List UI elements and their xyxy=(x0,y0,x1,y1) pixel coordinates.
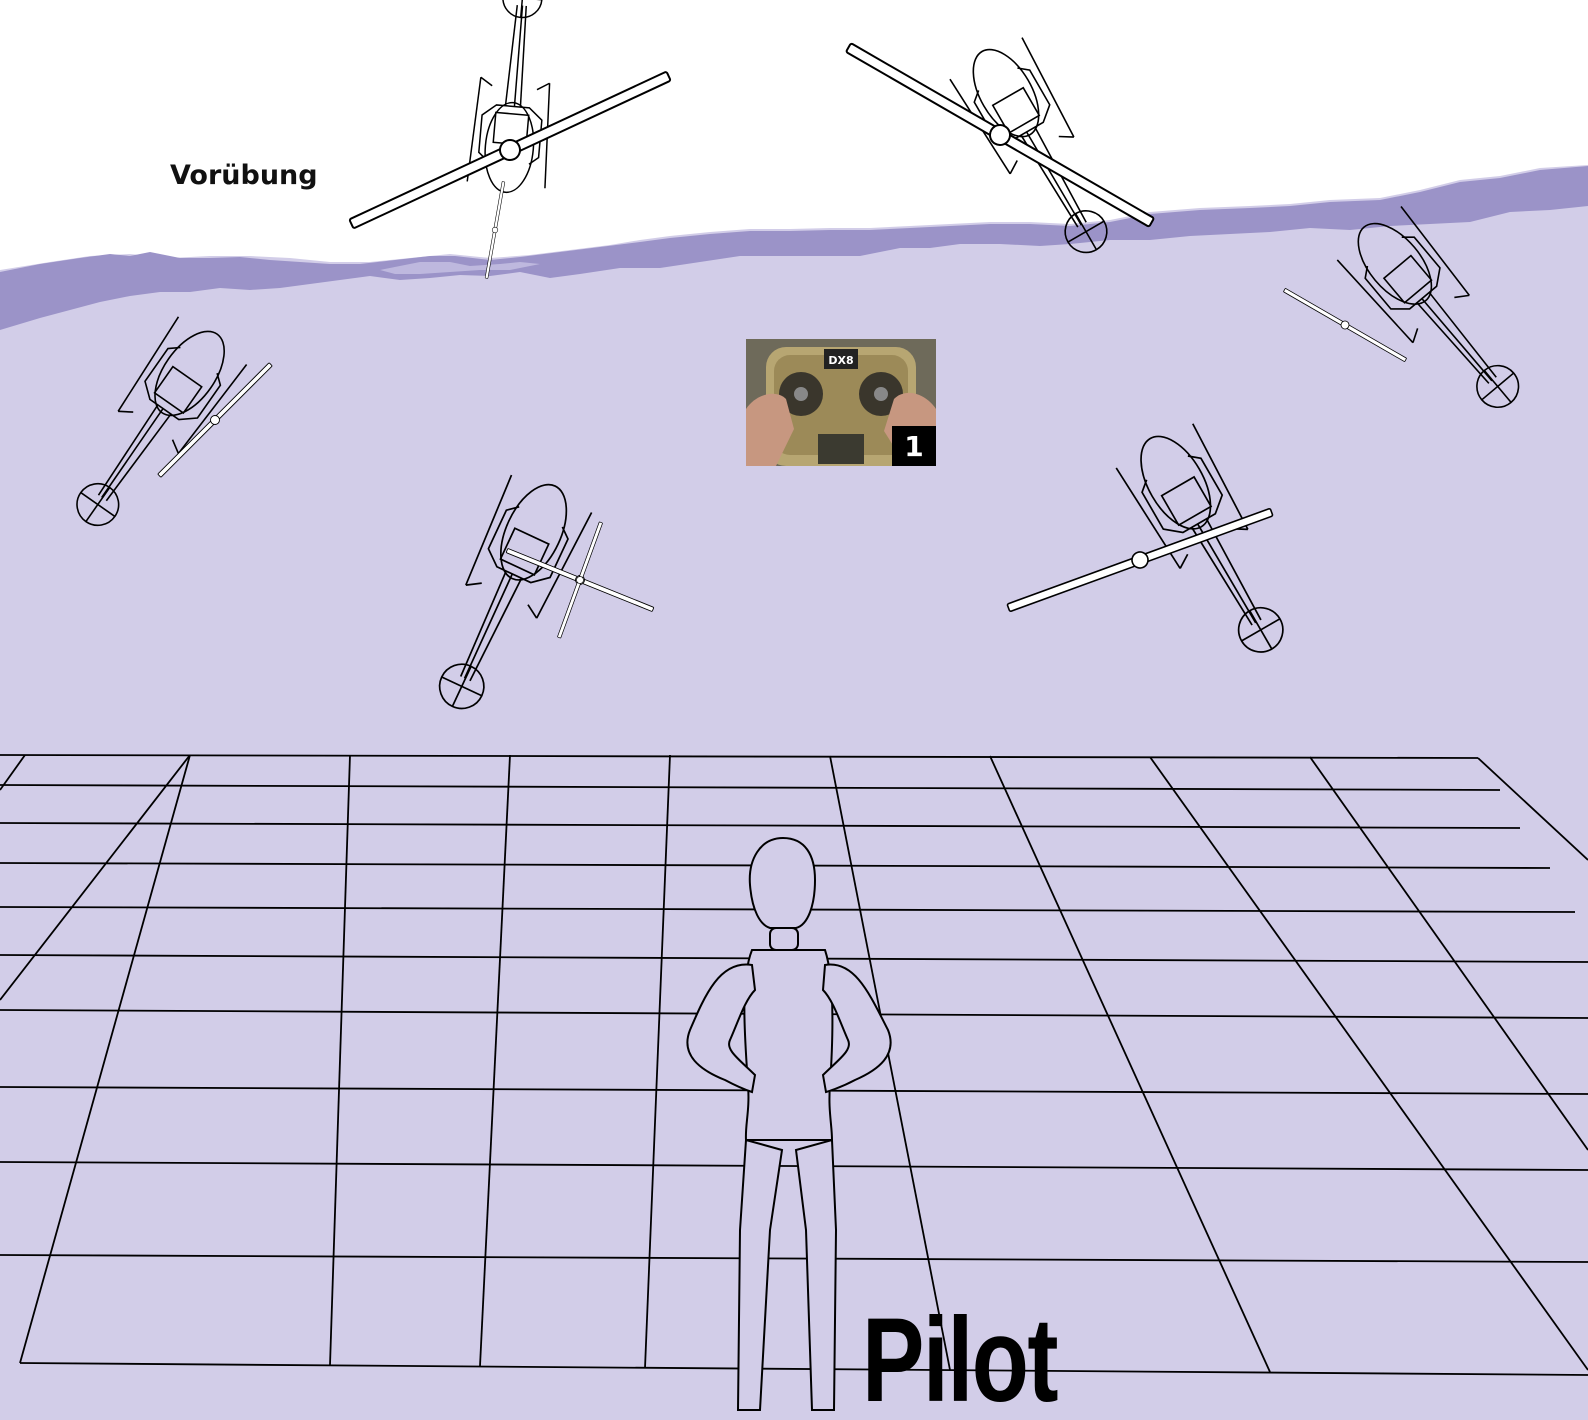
remote-brand-text: DX8 xyxy=(828,354,853,367)
exercise-title: Vorübung xyxy=(170,160,318,191)
remote-control-photo: DX8 1 xyxy=(746,339,936,466)
step-number-badge: 1 xyxy=(892,426,936,466)
pilot-label: Pilot xyxy=(862,1300,1057,1420)
